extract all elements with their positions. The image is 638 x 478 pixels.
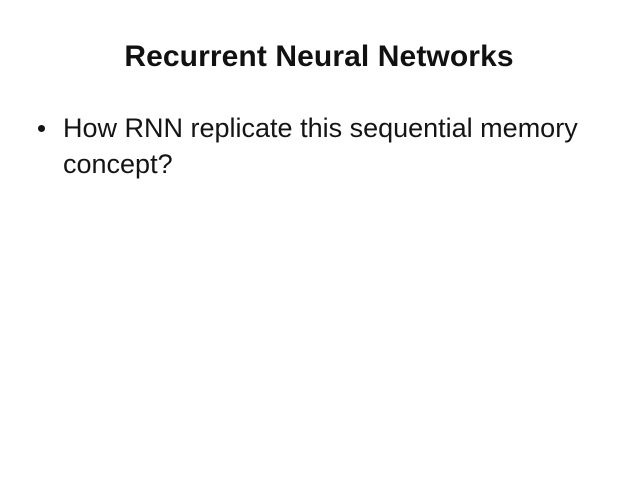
list-item-label: How RNN replicate this sequential memory… — [63, 113, 578, 179]
page-title: Recurrent Neural Networks — [124, 40, 514, 74]
list-item: How RNN replicate this sequential memory… — [30, 110, 590, 182]
bullet-dot-icon — [38, 125, 45, 132]
bullet-list: How RNN replicate this sequential memory… — [30, 110, 590, 182]
